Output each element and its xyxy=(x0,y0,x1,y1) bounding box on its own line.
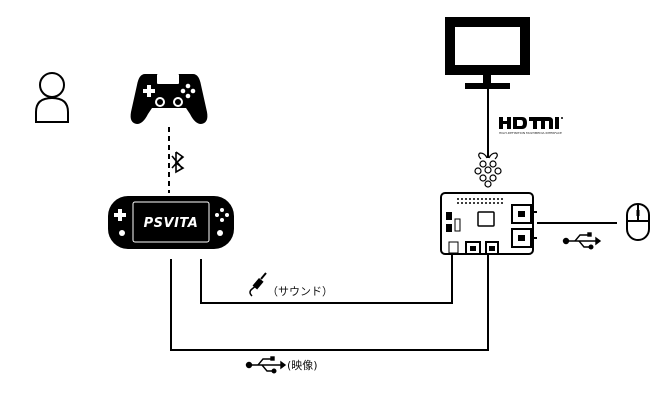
video-cable xyxy=(170,255,489,351)
user-icon xyxy=(35,72,69,123)
psvita-icon xyxy=(108,196,234,249)
usb-icon xyxy=(245,356,287,374)
bluetooth-icon xyxy=(171,151,185,174)
video-label: (映像) xyxy=(287,359,318,372)
raspberry-icon xyxy=(474,152,502,188)
sound-cable xyxy=(200,255,453,304)
monitor-icon xyxy=(445,17,530,89)
psvita-label: PSVITA xyxy=(144,216,199,231)
sound-label: （サウンド） xyxy=(267,285,333,298)
hdmi-tagline: HIGH-DEFINITION MULTIMEDIA INTERFACE xyxy=(499,131,562,135)
audio-jack-icon xyxy=(249,272,267,297)
hdmi-logo xyxy=(499,117,563,129)
raspberry-pi-board-icon xyxy=(440,192,537,255)
usb-icon xyxy=(562,232,602,250)
mouse-icon xyxy=(626,203,650,241)
gamepad-icon xyxy=(130,74,208,124)
